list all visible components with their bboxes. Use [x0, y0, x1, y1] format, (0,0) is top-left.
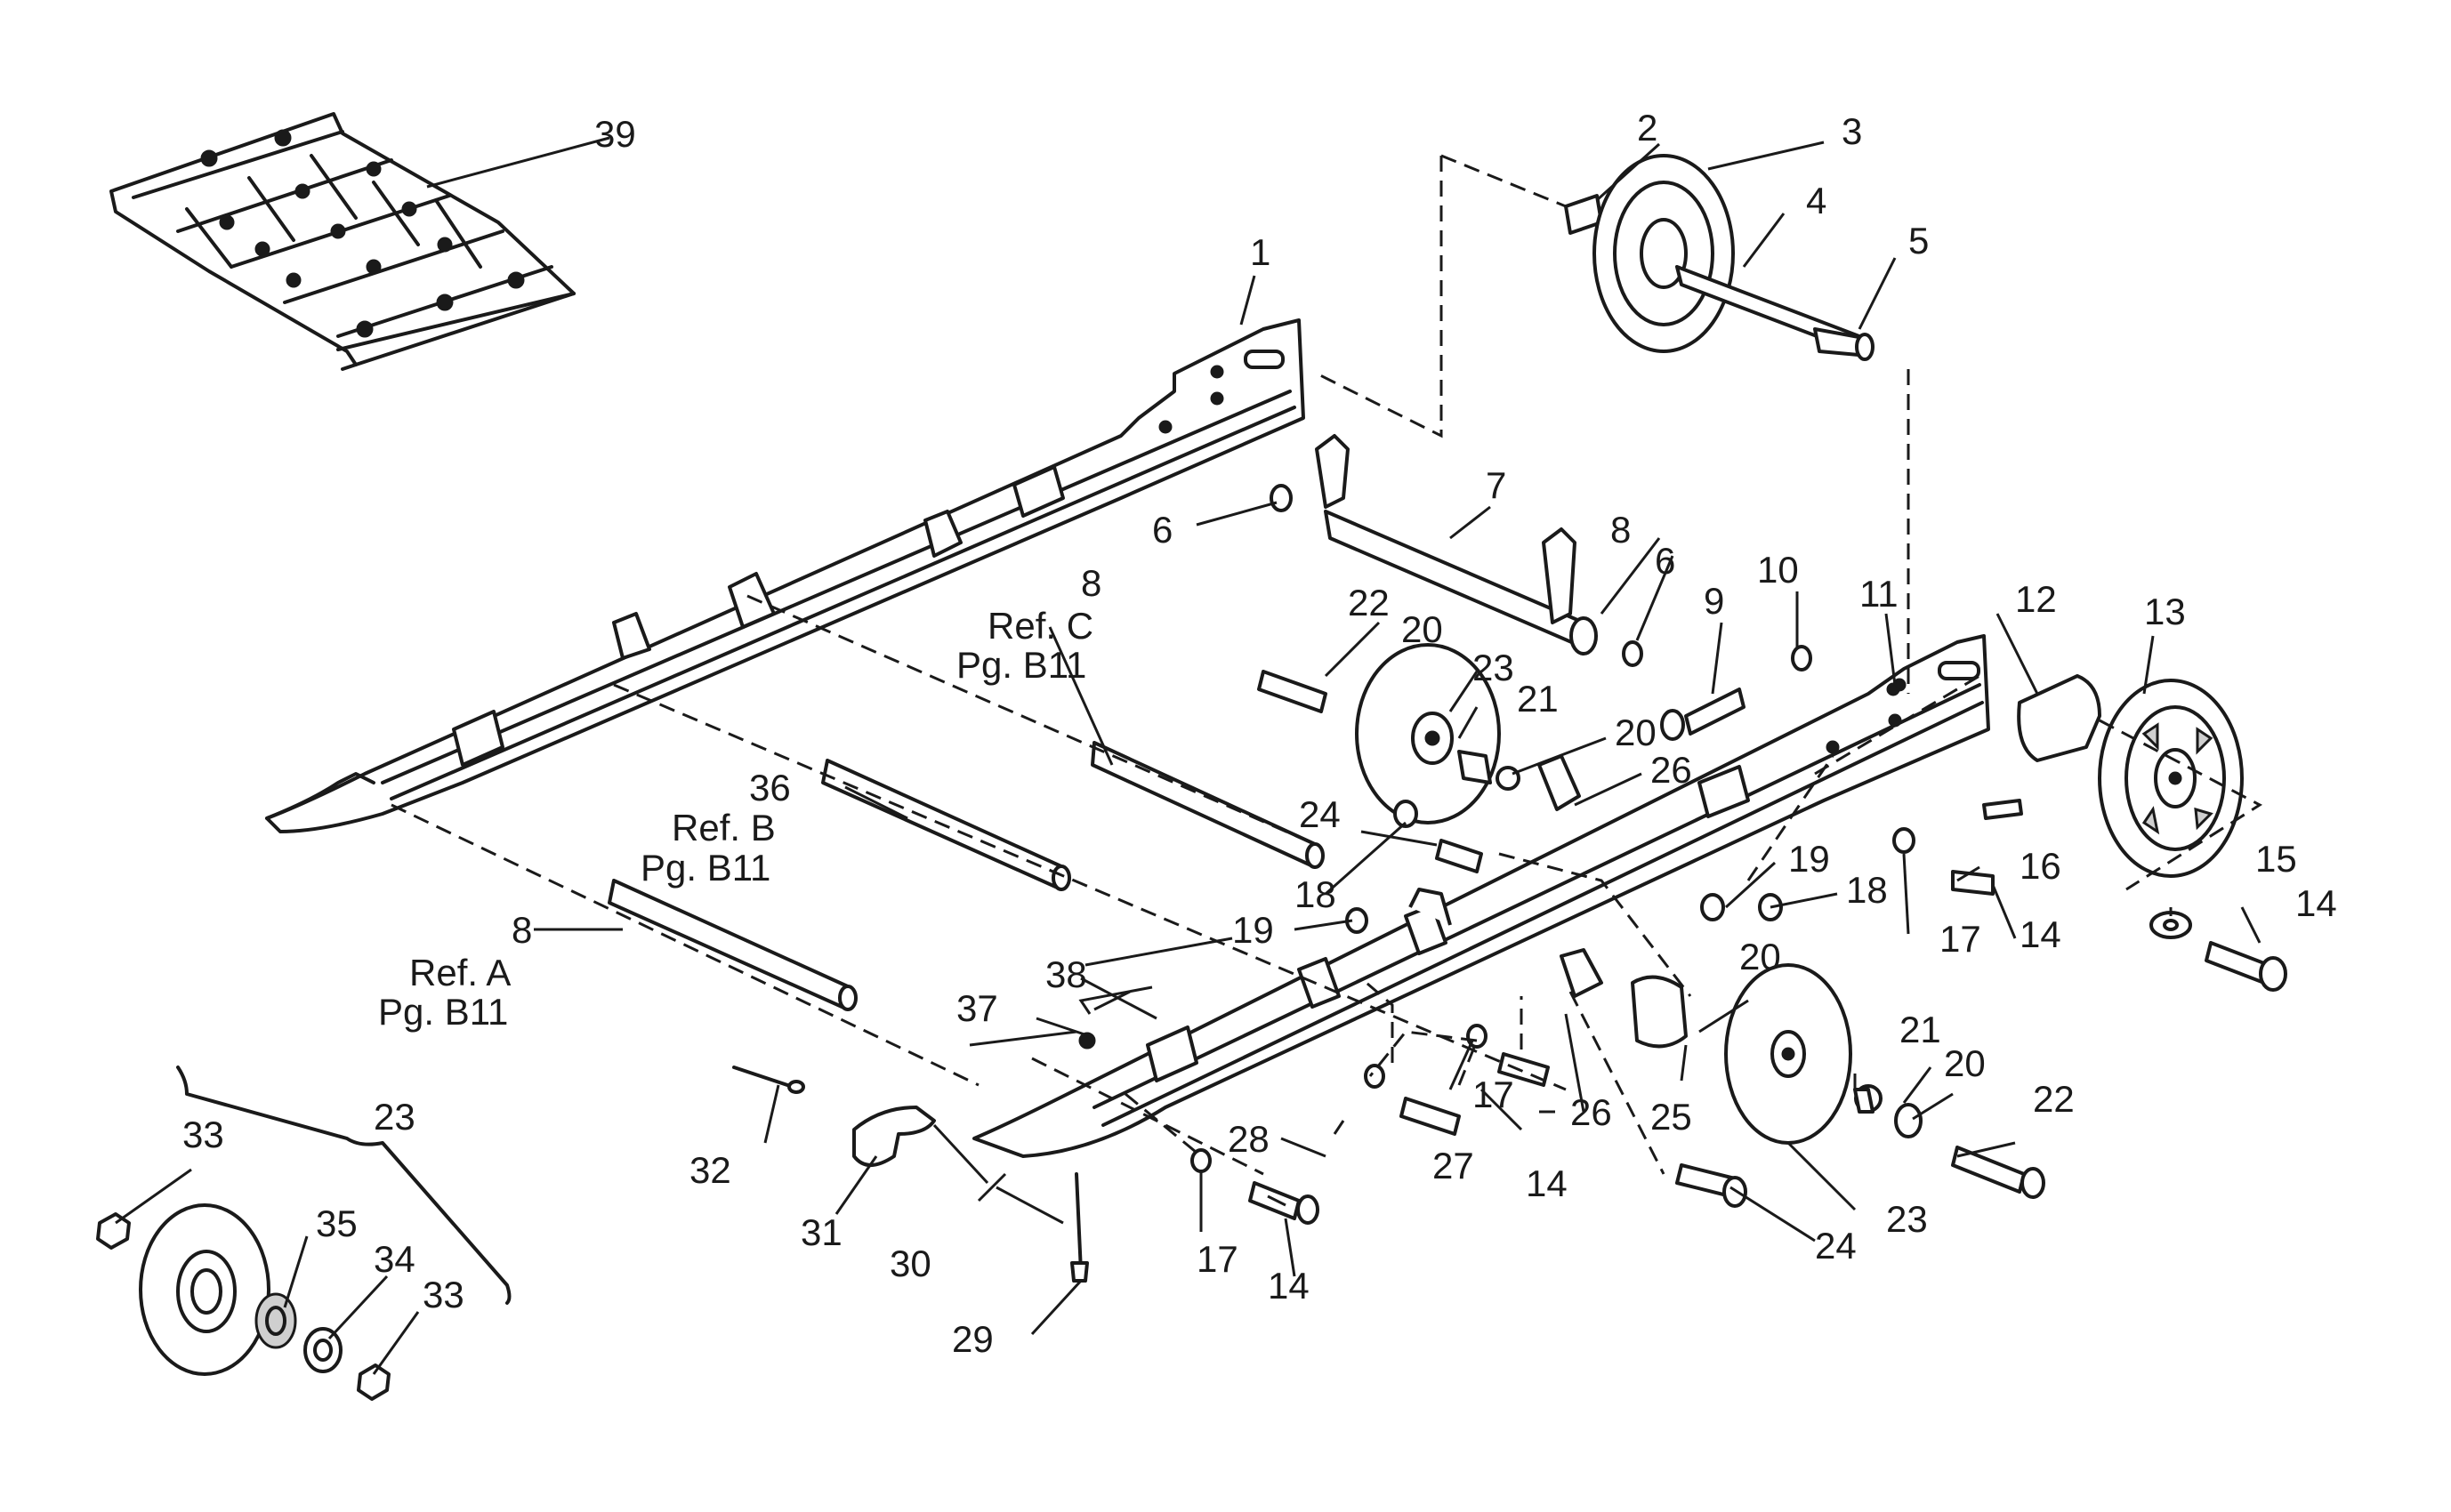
callout-14-lower: 14	[1268, 1265, 1310, 1307]
callout-29: 29	[952, 1318, 994, 1360]
callout-1: 1	[1250, 231, 1270, 273]
callout-8-upper: 8	[1610, 509, 1631, 551]
callout-14-right-rail: 14	[2020, 913, 2061, 955]
callout-labels: 1 2 3 4 5 6 6 7 8 8 8 9 10 11 12 13 14 1…	[182, 107, 2337, 1360]
callout-22-top: 22	[1348, 582, 1390, 623]
callout-14-center: 14	[1526, 1162, 1568, 1204]
callout-3: 3	[1842, 110, 1862, 152]
callout-5: 5	[1908, 220, 1929, 261]
callout-7: 7	[1486, 464, 1506, 506]
callout-17-center: 17	[1472, 1074, 1514, 1115]
rail-tip-parts	[732, 1066, 1089, 1283]
ref-b-line2: Pg. B11	[641, 847, 770, 889]
callout-30: 30	[890, 1243, 931, 1284]
callout-33-bottom: 33	[423, 1274, 464, 1315]
callout-31: 31	[801, 1211, 843, 1253]
callout-13: 13	[2144, 591, 2186, 632]
front-wheel-axle	[1564, 154, 1875, 361]
wheel-exploded-view	[96, 1066, 512, 1401]
ref-b-line1: Ref. B	[672, 807, 776, 848]
callout-26-top: 26	[1650, 749, 1692, 791]
callout-27: 27	[1432, 1145, 1474, 1186]
callout-11: 11	[1859, 573, 1899, 615]
callout-23-exploded: 23	[374, 1096, 415, 1138]
cross-shaft	[1315, 434, 1598, 655]
callout-26-lower: 26	[1570, 1091, 1612, 1133]
callout-19-left: 19	[1232, 909, 1274, 951]
shaft-ref-a	[608, 879, 858, 1011]
callout-20-top: 20	[1401, 608, 1443, 650]
callout-15: 15	[2255, 838, 2297, 880]
callout-19-right: 19	[1788, 838, 1830, 880]
callout-28: 28	[1228, 1118, 1270, 1160]
callout-22-lower: 22	[2033, 1078, 2075, 1120]
callout-6-right: 6	[1655, 540, 1675, 582]
callout-34: 34	[374, 1238, 415, 1280]
callout-38: 38	[1045, 953, 1087, 995]
callout-16: 16	[2020, 845, 2061, 887]
lower-idler-wheel	[1537, 754, 1923, 1145]
callout-25: 25	[1650, 1096, 1692, 1138]
callout-6-left: 6	[1152, 509, 1173, 551]
assembly-lines	[391, 154, 2262, 1176]
callout-4: 4	[1806, 180, 1826, 221]
callout-21-top: 21	[1517, 678, 1559, 720]
callout-17-right: 17	[1939, 918, 1981, 960]
callout-10: 10	[1757, 549, 1799, 591]
callout-33-top: 33	[182, 1114, 224, 1155]
reference-notes: Ref. C Pg. B11 Ref. B Pg. B11 Ref. A Pg.…	[378, 605, 1093, 1033]
callout-37: 37	[956, 987, 998, 1029]
callout-35: 35	[316, 1202, 358, 1244]
callout-18-right: 18	[1846, 869, 1888, 911]
callout-20-lower: 20	[1739, 936, 1781, 977]
callout-17-lower: 17	[1197, 1238, 1238, 1280]
ref-c-line1: Ref. C	[988, 605, 1093, 647]
callout-2: 2	[1637, 107, 1657, 149]
left-rail	[265, 318, 1305, 833]
callout-18-left: 18	[1294, 873, 1336, 915]
ref-a-line1: Ref. A	[409, 952, 511, 993]
callout-20-bottom-right: 20	[1944, 1042, 1986, 1084]
callout-8-ref-a: 8	[512, 909, 532, 951]
rear-idler-wheel	[2017, 674, 2244, 878]
callout-24-top: 24	[1299, 793, 1341, 835]
right-rail	[972, 634, 1990, 1158]
ref-c-line2: Pg. B11	[956, 644, 1086, 686]
leader-lines	[115, 136, 2262, 1375]
washer-and-bolt-right	[2149, 911, 2287, 992]
callout-20-mid: 20	[1615, 712, 1657, 753]
callout-9: 9	[1704, 580, 1724, 622]
callout-36: 36	[749, 767, 791, 808]
callout-24-lower: 24	[1815, 1225, 1857, 1267]
callout-21-lower: 21	[1899, 1009, 1941, 1050]
ref-a-line2: Pg. B11	[378, 991, 508, 1033]
callout-23-lower: 23	[1886, 1198, 1928, 1240]
callout-14-far-right: 14	[2295, 882, 2337, 924]
callout-32: 32	[689, 1149, 731, 1191]
callout-8-ref-c: 8	[1081, 562, 1101, 604]
callout-12: 12	[2015, 578, 2057, 620]
callout-39: 39	[594, 113, 636, 155]
skid-plate-overview	[109, 112, 576, 371]
callout-23-top: 23	[1472, 647, 1514, 688]
shaft-ref-c	[1091, 741, 1325, 869]
